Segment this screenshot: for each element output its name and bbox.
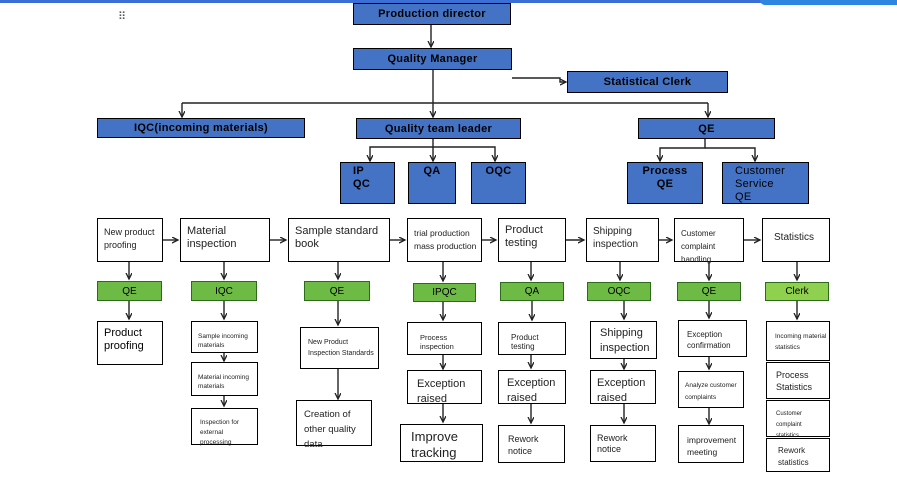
step-material-incoming: Material incoming materials	[191, 362, 258, 396]
customer-service-qe-box: Customer Service QE	[722, 162, 809, 204]
role-qe-standards: QE	[304, 281, 370, 301]
quality-team-leader-box: Quality team leader	[356, 118, 521, 139]
stage-sample-standard-book: Sample standard book	[288, 218, 390, 262]
ipqc-box: IP QC	[340, 162, 395, 204]
qe-box: QE	[638, 118, 775, 139]
step-product-proofing: Product proofing	[97, 321, 163, 365]
role-iqc: IQC	[191, 281, 257, 301]
top-accent-tab	[760, 0, 897, 5]
stage-trial-production: trial production mass production	[407, 218, 482, 262]
step-improvement-meeting: improvement meeting	[678, 425, 744, 463]
top-accent-bar	[0, 0, 897, 3]
step-exception-raised-ipqc: Exception raised	[407, 370, 482, 405]
step-exception-raised-oqc: Exception raised	[590, 370, 656, 404]
step-improve-tracking: Improve tracking	[400, 424, 483, 462]
step-process-statistics: Process Statistics	[766, 362, 830, 399]
drag-handle-icon[interactable]: ⠿	[118, 11, 127, 23]
step-other-quality-data: Creation of other quality data	[296, 400, 372, 450]
step-product-testing: Product testing	[498, 322, 566, 355]
step-rework-notice-oqc: Rework notice	[590, 425, 656, 462]
stage-material-inspection: Material inspection	[180, 218, 270, 262]
role-oqc: OQC	[587, 282, 651, 301]
oqc-box: OQC	[471, 162, 526, 204]
step-process-inspection: Process inspection	[407, 322, 482, 355]
step-analyze-complaints: Analyze customer complaints	[678, 371, 744, 408]
stage-customer-complaint: Customer complaint handling	[674, 218, 744, 264]
role-clerk: Clerk	[765, 282, 829, 301]
qa-box: QA	[408, 162, 456, 204]
stage-statistics: Statistics	[762, 218, 830, 262]
production-director-box: Production director	[353, 3, 511, 25]
process-qe-box: Process QE	[627, 162, 703, 204]
step-external-processing: Inspection for external processing	[191, 408, 258, 446]
step-customer-complaint-statistics: Customer complaint statistics	[766, 400, 830, 439]
role-ipqc: IPQC	[413, 283, 476, 302]
quality-manager-box: Quality Manager	[353, 48, 512, 70]
step-shipping-inspection: Shipping inspection	[590, 321, 657, 359]
step-exception-raised-qa: Exception raised	[498, 370, 566, 404]
step-exception-confirmation: Exception confirmation	[678, 320, 747, 357]
step-new-product-standards: New Product Inspection Standards	[300, 327, 379, 369]
statistical-clerk-box: Statistical Clerk	[567, 71, 728, 93]
role-qa: QA	[500, 282, 564, 301]
iqc-box: IQC(incoming materials)	[97, 118, 305, 138]
stage-shipping-inspection: Shipping inspection	[586, 218, 659, 262]
step-rework-notice-qa: Rework notice	[498, 425, 565, 463]
step-incoming-material-statistics: Incoming material statistics	[766, 321, 830, 361]
step-rework-statistics: Rework statistics	[766, 438, 830, 472]
role-qe-proofing: QE	[97, 281, 162, 301]
stage-product-testing: Product testing	[498, 218, 566, 262]
role-qe-complaint: QE	[677, 282, 741, 301]
stage-new-product-proofing: New product proofing	[97, 218, 163, 262]
step-sample-incoming: Sample incoming materials	[191, 321, 258, 353]
